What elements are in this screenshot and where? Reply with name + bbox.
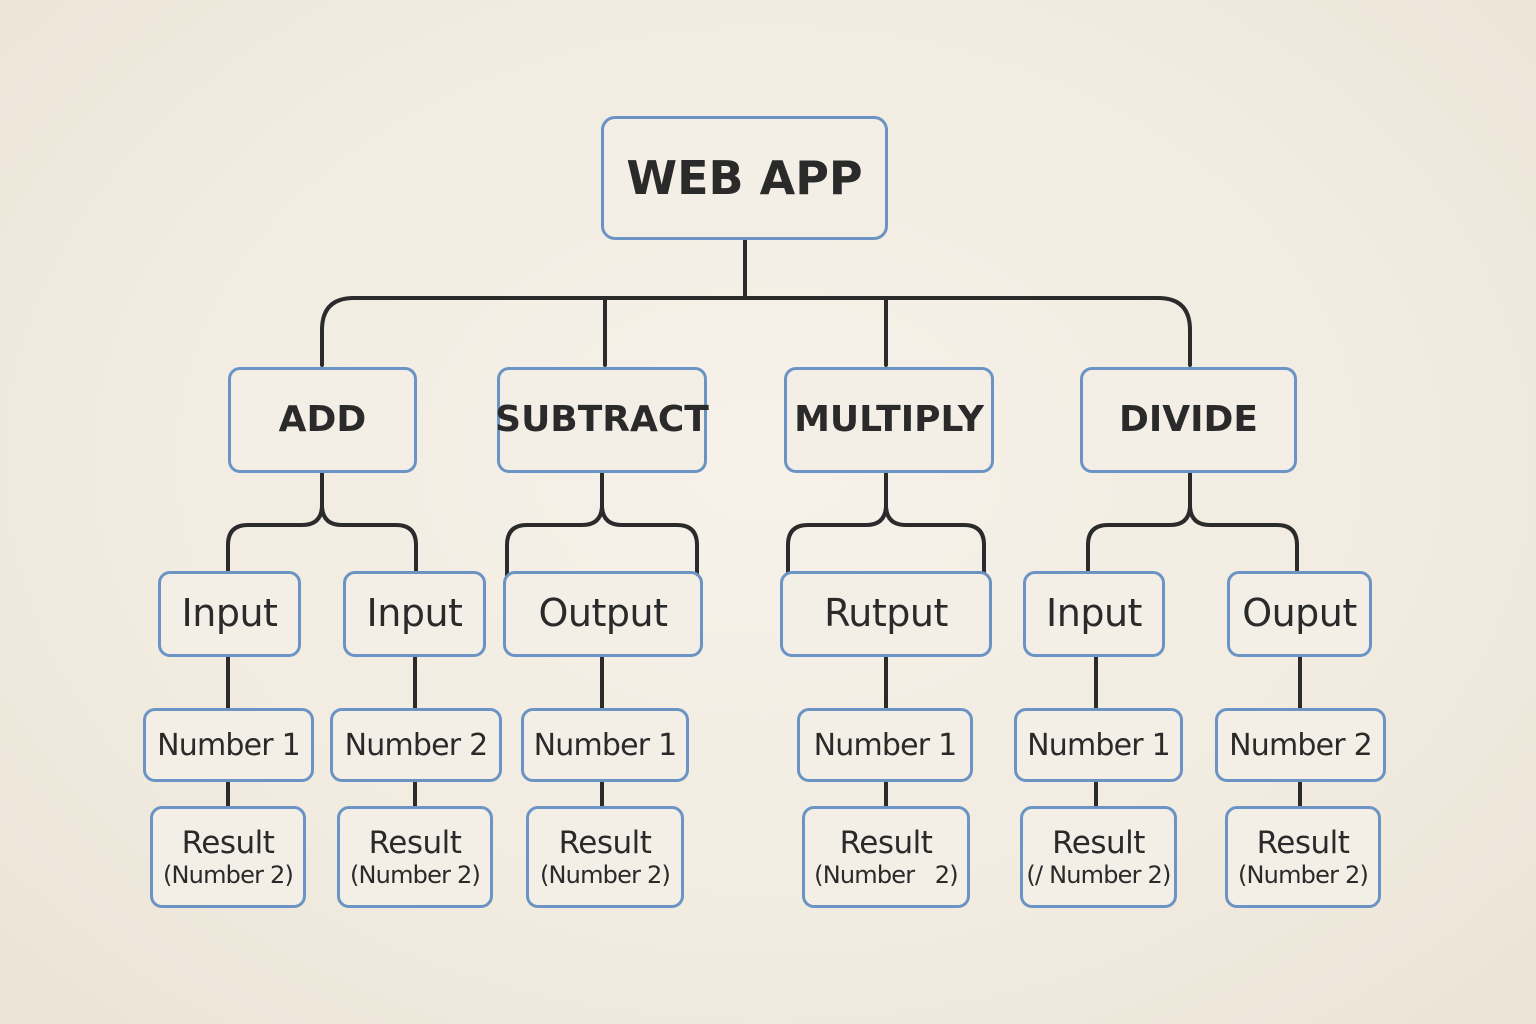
result-sub-label: (Number 2) — [539, 860, 671, 889]
root-node-web-app: WEB APP — [601, 116, 888, 240]
io-node-rutput-4: Rutput — [780, 571, 992, 657]
number-label: Number 2 — [1229, 727, 1373, 763]
result-label: Result — [839, 824, 933, 861]
number-label: Number 1 — [813, 727, 958, 763]
io-label: Input — [181, 591, 278, 636]
number-label: Number 1 — [157, 727, 301, 763]
result-label: Result — [1256, 824, 1350, 861]
result-node-2: Result (Number 2) — [337, 806, 493, 908]
number-label: Number 1 — [533, 727, 678, 763]
result-sub-label: (Number 2) — [814, 860, 959, 889]
connector-divide-branch — [1086, 470, 1299, 572]
result-node-4: Result (Number 2) — [802, 806, 970, 908]
result-sub-label: (Number 2) — [1237, 860, 1369, 889]
result-label: Result — [368, 824, 462, 861]
io-label: Rutput — [824, 591, 948, 636]
connector-add-branch — [226, 470, 418, 572]
operation-label: MULTIPLY — [794, 399, 984, 441]
number-node-2: Number 2 — [330, 708, 502, 782]
root-label: WEB APP — [626, 150, 863, 205]
number-label: Number 2 — [344, 727, 489, 763]
result-sub-label: (Number 2) — [162, 860, 294, 889]
result-label: Result — [181, 824, 275, 861]
operation-label: ADD — [278, 399, 367, 441]
connector-subtract-branch — [505, 470, 699, 578]
number-label: Number 1 — [1027, 727, 1171, 763]
operation-label: DIVIDE — [1118, 399, 1258, 441]
io-label: Ouput — [1242, 591, 1357, 636]
operation-node-multiply: MULTIPLY — [784, 367, 994, 473]
result-sub-label: (Number 2) — [349, 860, 481, 889]
number-node-6: Number 2 — [1215, 708, 1386, 782]
result-node-5: Result (/ Number 2) — [1020, 806, 1177, 908]
io-node-output-3: Output — [503, 571, 703, 657]
io-label: Input — [1046, 591, 1142, 636]
number-node-4: Number 1 — [797, 708, 973, 782]
io-label: Output — [538, 591, 669, 636]
operation-node-subtract: SUBTRACT — [495, 367, 709, 473]
number-node-1: Number 1 — [143, 708, 314, 782]
result-sub-label: (/ Number 2) — [1026, 860, 1171, 889]
result-node-3: Result (Number 2) — [526, 806, 684, 908]
io-node-input-2: Input — [343, 571, 486, 657]
io-node-ouput-6: Ouput — [1227, 571, 1372, 657]
operation-node-divide: DIVIDE — [1080, 367, 1297, 473]
operation-node-add: ADD — [228, 367, 417, 473]
result-label: Result — [1052, 824, 1145, 861]
io-node-input-1: Input — [158, 571, 301, 657]
operation-label: SUBTRACT — [495, 399, 709, 441]
result-node-1: Result (Number 2) — [150, 806, 306, 908]
connector-root-branch — [320, 296, 1192, 367]
connector-multiply-branch — [786, 470, 986, 578]
io-node-input-5: Input — [1023, 571, 1165, 657]
io-label: Input — [366, 591, 463, 636]
number-node-5: Number 1 — [1014, 708, 1183, 782]
result-node-6: Result (Number 2) — [1225, 806, 1381, 908]
result-label: Result — [558, 824, 652, 861]
number-node-3: Number 1 — [521, 708, 689, 782]
